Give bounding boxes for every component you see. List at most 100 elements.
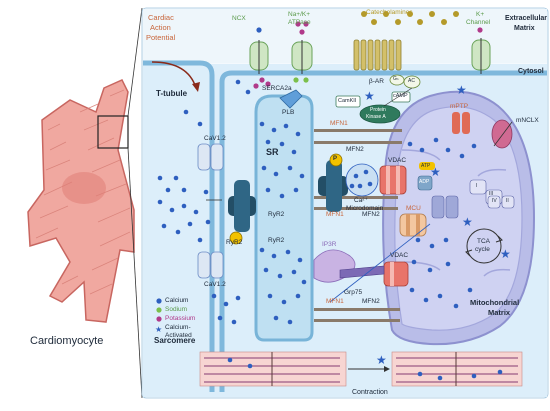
mfn-tether-top [314,129,402,132]
vdac-bottom-label: VDAC [390,252,409,259]
calcium-ion [409,287,415,293]
legend-calcium: Calcium [165,297,189,304]
svg-text:★: ★ [376,353,387,367]
calcium-ion [263,267,269,273]
calcium-ion [363,169,369,175]
legend-potassium: Potassium [165,315,196,322]
nak-atpase[interactable] [291,40,313,74]
svg-text:★: ★ [364,89,375,103]
mfn-tether-bot-b [314,319,400,322]
complex-ii-label: II [506,198,509,204]
ryr2-mid[interactable] [318,153,348,212]
region-mito-matrix: Mitochondrial [470,298,520,307]
calcium-ion [471,373,477,379]
calcium-ion [291,149,297,155]
tca-label-2: cycle [475,246,490,253]
calcium-ion [235,79,241,85]
sarcomere-relaxed [199,351,347,387]
calcium-ion [285,249,291,255]
calcium-ion [471,143,477,149]
legend-icons: ★ [155,298,162,334]
calcium-ion [173,175,179,181]
mfn1-top-label: MFN1 [330,120,348,127]
membrane-ions [253,21,483,89]
mfn-tether-top-b [314,141,402,144]
grp75-label: Grp75 [344,289,363,296]
calcium-ion [295,131,301,137]
signal-line-2: Action [150,23,171,32]
plasma-membrane [143,60,215,392]
cav12-channel-top[interactable] [197,143,224,171]
cav12-bottom-label: CaV1.2 [204,281,226,288]
vdac-bottom[interactable] [383,261,409,287]
pka-label: Protein [370,107,386,113]
calcium-ion [181,187,187,193]
calcium-ion [417,371,423,377]
complex-iii-label: III [489,191,494,197]
calcium-ion [187,221,193,227]
region-extracellular: Extracellular [505,15,548,22]
mptp-pore[interactable] [452,112,470,134]
mnclx-exchanger[interactable] [491,119,513,149]
signal-line-3: Potential [146,33,176,42]
k-channel[interactable] [471,38,491,74]
signal-line-1: Cardiac [148,13,174,22]
calcium-ion [265,187,271,193]
calcium-ion [157,175,163,181]
calcium-ion [271,127,277,133]
calcium-ion [299,173,305,179]
gs-label: Gₛ [393,76,399,82]
cell-label: Cardiomyocyte [30,335,104,347]
calcium-ion [419,147,425,153]
sarcolemma [219,70,547,392]
calcium-ion [273,315,279,321]
ryr2-left[interactable] [228,180,256,245]
calcium-ions [157,79,503,381]
calcium-ion [203,189,209,195]
beta-ar-label: β-AR [369,78,384,85]
grp75-chaperone[interactable] [339,265,385,279]
calcium-ion [497,369,503,375]
ip3r-label: IP3R [322,241,337,248]
beta-adrenergic-receptor[interactable] [353,39,402,71]
mcu-uniporter[interactable] [399,213,427,237]
svg-text:★: ★ [500,247,511,261]
complex-iv-label: IV [492,198,497,204]
calcium-ion [235,295,241,301]
zoom-box [97,115,129,149]
camkii-box [335,95,361,108]
region-mito-matrix-2: Matrix [488,308,511,317]
region-t-tubule: T-tubule [156,89,188,98]
svg-text:★: ★ [462,215,473,229]
mfn2-mid-label: MFN2 [362,211,380,218]
calcium-ion [301,279,307,285]
vdac-top[interactable] [379,165,407,195]
calcium-ion [367,181,373,187]
ncx-exchanger[interactable] [249,40,269,74]
etc-complexes [417,175,515,219]
nucleus [62,172,106,204]
calcium-ion [261,165,267,171]
svg-text:★: ★ [430,165,441,179]
nak-label-2: ATPase [288,19,311,26]
calcium-ion [459,153,465,159]
camp-label: cAMP [393,93,408,99]
svg-text:★: ★ [155,325,162,334]
cav12-channel-bottom[interactable] [197,251,224,279]
cardiomyocyte-cell [27,7,143,399]
calcium-ion [205,219,211,225]
phospho-marker: P [333,156,338,162]
zoom-line-bottom [127,147,143,399]
region-sarcomere: Sarcomere [154,336,196,345]
mfn2-bot-label: MFN2 [362,298,380,305]
calcium-ion [423,297,429,303]
k-channel-label-2: Channel [466,19,491,26]
serca2a-pump[interactable] [279,89,303,109]
mptp-label: mPTP [450,103,469,110]
calcium-ion [197,237,203,243]
calcium-ion [281,299,287,305]
region-extracellular-2: Matrix [514,25,535,32]
calcium-ion [411,259,417,265]
calcium-ion [265,139,271,145]
calcium-ion [267,293,273,299]
